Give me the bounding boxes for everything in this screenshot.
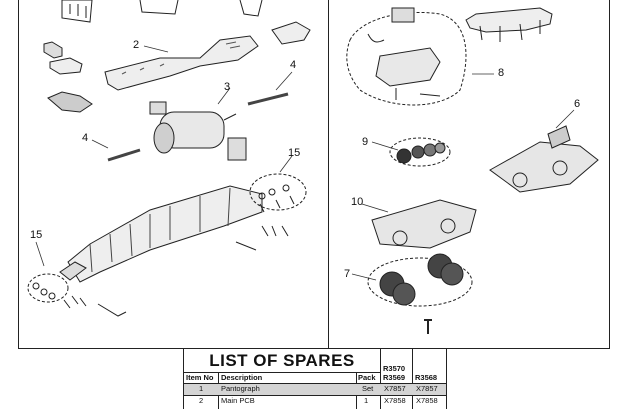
diagram-divider [328,0,329,349]
clip-parts [63,295,127,317]
callout-4-right: 4 [290,59,297,71]
code-r3568: R3568 [415,373,438,382]
col-divider [380,349,381,409]
group-15b-outline [27,273,69,303]
bracket-part [271,21,311,45]
group-15-outline [249,173,307,211]
drive-shaft-part-2 [107,148,141,162]
cab-part-3 [47,91,93,113]
callout-15-left: 15 [30,229,43,241]
leader-lines [35,45,575,281]
callout-3: 3 [224,81,231,93]
cab-part [43,41,63,59]
callout-10: 10 [351,196,364,208]
chassis-part [67,185,263,283]
table-row-shade [184,384,446,395]
header-rule [184,383,446,384]
body-shell-part-2 [139,0,263,17]
code-r3569: R3569 [383,373,406,382]
row-r3570: X7857 [384,384,406,393]
code-r3570: R3570 [383,364,406,373]
row-pack: 1 [364,396,369,405]
col-divider [412,349,413,409]
callout-9: 9 [362,136,369,148]
row-item: 2 [199,396,204,405]
body-shell-part [61,0,93,23]
main-pcb-part [104,35,259,91]
gear-part [396,148,412,164]
row-r3568: X7858 [416,396,438,405]
callout-7: 7 [344,268,351,280]
callout-4-left: 4 [82,132,89,144]
callout-6: 6 [574,98,581,110]
callout-8: 8 [498,67,505,79]
small-parts [235,225,289,251]
row-r3568: X7857 [416,384,438,393]
callout-15-right: 15 [288,147,301,159]
callout-2: 2 [133,39,140,51]
bogie-frame-part [465,7,553,33]
row-description: Pantograph [221,384,260,393]
group-9-outline [389,137,451,167]
cab-part-2 [49,57,83,75]
header-description: Description [221,373,263,382]
screw-part [424,319,432,334]
drive-shaft-part [247,92,289,106]
spares-title: LIST OF SPARES [184,349,380,373]
row-rule [184,395,446,396]
row-description: Main PCB [221,396,255,405]
bogie-6-part [489,141,599,193]
row-pack: Set [362,384,374,393]
list-of-spares-table: LIST OF SPARES R3570 R3569 R3568 Item No… [183,349,447,409]
header-pack: Pack [358,373,376,382]
row-item: 1 [199,384,204,393]
row-r3570: X7858 [384,396,406,405]
header-item-no: Item No [186,373,214,382]
bogie-10-part [371,199,477,249]
group-7-outline [367,257,473,307]
